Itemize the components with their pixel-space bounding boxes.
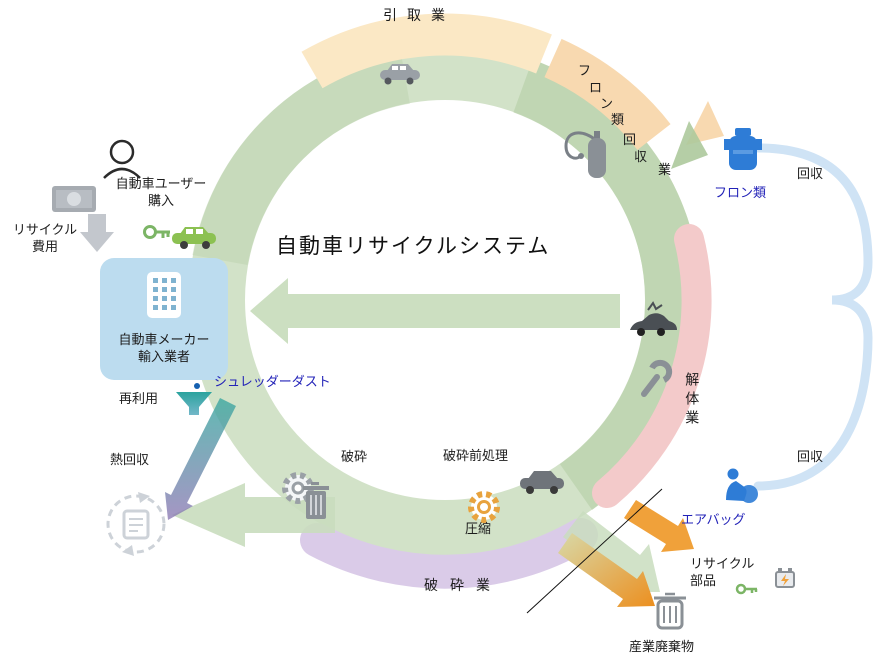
dismantling-business-arc xyxy=(592,224,712,508)
wrench-icon xyxy=(641,359,673,397)
arrow-shredder-dust-to-heat xyxy=(165,398,236,520)
label-recovery-top: 回収 xyxy=(797,166,824,181)
battery-icon xyxy=(775,568,795,588)
label-shredding: 破砕 xyxy=(341,449,368,464)
label-reuse: 再利用 xyxy=(119,391,159,406)
recovery-connector xyxy=(753,143,873,491)
factory-building-icon xyxy=(147,272,181,318)
label-freon: フロン類 xyxy=(714,185,767,200)
compression-gear-icon xyxy=(468,491,500,523)
industrial-waste-bin-icon xyxy=(654,592,686,630)
label-pickup-business: 引取業 xyxy=(383,7,455,23)
car-key-icon xyxy=(143,225,170,239)
airbag-icon xyxy=(726,468,758,503)
shredding-gear-trash-icon xyxy=(282,472,329,519)
label-industrial-waste: 産業廃棄物 xyxy=(629,639,695,654)
shredder-dust-funnel-icon xyxy=(176,383,212,415)
arrow-to-maker xyxy=(250,278,620,344)
label-maker-line1: 自動車メーカー xyxy=(118,332,210,347)
pickup-car-icon xyxy=(380,64,420,85)
label-recycle-parts-line1: リサイクル xyxy=(690,556,755,571)
label-maker-line2: 輸入業者 xyxy=(137,349,190,364)
shredding-business-arc xyxy=(300,518,598,589)
label-fee-line2: 費用 xyxy=(31,239,58,254)
pickup-business-arc xyxy=(301,13,552,89)
arrow-to-industrial-waste xyxy=(558,533,655,607)
label-dismantling-business: 解体業 xyxy=(684,372,701,429)
freon-recovery-arc xyxy=(544,38,671,151)
label-recovery-bottom: 回収 xyxy=(797,449,824,464)
cycle-ring-right-overlay xyxy=(513,59,702,510)
user-car-icon xyxy=(172,227,216,249)
pre-shredding-car-icon xyxy=(520,471,564,494)
wrecked-car-icon xyxy=(630,301,677,336)
label-compression: 圧縮 xyxy=(465,521,492,536)
cycle-ring-left-overlay xyxy=(192,48,411,266)
label-user-line1: 自動車ユーザー xyxy=(115,176,207,191)
label-user-line2: 購入 xyxy=(147,193,174,208)
arrow-to-waste-green xyxy=(563,511,660,592)
money-icon xyxy=(52,186,96,212)
label-recycle-parts-line2: 部品 xyxy=(690,573,717,588)
diagram-title: 自動車リサイクルシステム xyxy=(276,235,551,258)
label-shredding-business: 破砕業 xyxy=(424,577,502,593)
label-fee-line1: リサイクル xyxy=(12,222,78,237)
heat-recycle-icon xyxy=(106,492,166,556)
maker-box xyxy=(100,258,228,380)
green-arrowhead-to-freon xyxy=(671,121,708,169)
user-icon xyxy=(103,139,141,179)
freon-recovery-machine-icon xyxy=(564,131,606,178)
arrow-to-recycle-parts xyxy=(624,500,694,552)
label-shredder-dust: シュレッダーダスト xyxy=(214,374,331,389)
fee-down-arrow-icon xyxy=(80,214,114,252)
label-airbag: エアバッグ xyxy=(681,512,746,527)
parts-key-icon xyxy=(735,583,758,595)
freon-tank-icon xyxy=(724,128,762,170)
label-pre-shredding: 破砕前処理 xyxy=(443,448,509,463)
label-heat-recovery: 熱回収 xyxy=(110,452,150,467)
divider-line xyxy=(526,488,663,614)
